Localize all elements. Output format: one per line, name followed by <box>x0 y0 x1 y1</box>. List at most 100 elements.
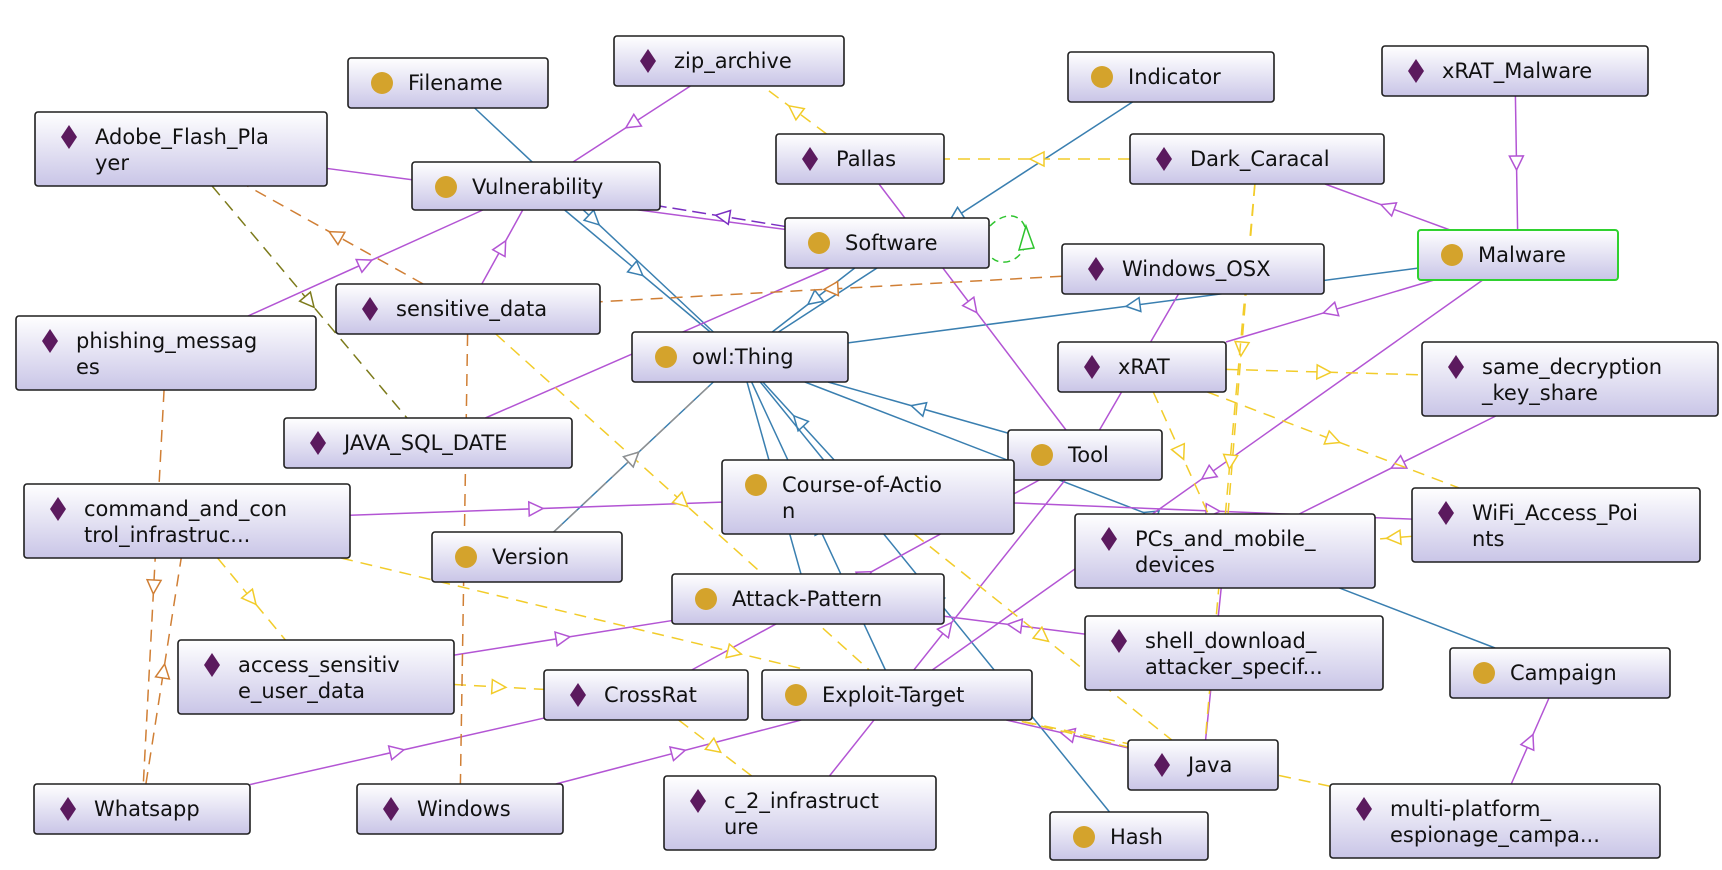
arrowhead-xrat-to-same_decryption <box>1316 363 1333 381</box>
node-box[interactable] <box>543 669 749 721</box>
node-crossrat[interactable]: CrossRat <box>543 669 749 721</box>
node-malware[interactable]: Malware <box>1417 229 1619 281</box>
node-box[interactable] <box>663 775 937 851</box>
node-box[interactable] <box>671 573 945 625</box>
arrowhead-sensitive_data-to-adobe <box>327 230 347 246</box>
node-box[interactable] <box>761 669 1033 721</box>
node-pcs-mobile[interactable]: PCs_and_mobile_devices <box>1074 513 1376 589</box>
node-box[interactable] <box>1084 615 1384 691</box>
node-box[interactable] <box>1074 513 1376 589</box>
node-box[interactable] <box>1127 739 1279 791</box>
node-box[interactable] <box>1007 429 1163 481</box>
node-java[interactable]: Java <box>1127 739 1279 791</box>
edge-command_control-to-access_sensitive <box>217 557 286 641</box>
node-box[interactable] <box>335 283 601 335</box>
node-box[interactable] <box>34 111 328 187</box>
node-hash[interactable]: Hash <box>1049 811 1209 861</box>
arrowhead-adobe-to-java_sql_date <box>298 290 316 309</box>
node-box[interactable] <box>33 783 251 835</box>
arrowhead-command_control-to-java <box>725 642 743 659</box>
node-label: Adobe_Flash_Pla <box>95 125 269 150</box>
node-label: ure <box>724 815 758 839</box>
node-box[interactable] <box>1057 341 1227 393</box>
node-label: PCs_and_mobile_ <box>1135 527 1316 552</box>
node-box[interactable] <box>177 639 455 715</box>
node-xrat[interactable]: xRAT <box>1057 341 1227 393</box>
node-label: c_2_infrastruct <box>724 789 879 814</box>
node-box[interactable] <box>1421 341 1719 417</box>
node-box[interactable] <box>613 35 845 87</box>
node-label: Windows <box>417 797 511 821</box>
node-sensitive-data[interactable]: sensitive_data <box>335 283 601 335</box>
node-label: xRAT_Malware <box>1442 59 1592 84</box>
node-indicator[interactable]: Indicator <box>1067 51 1275 103</box>
node-windows[interactable]: Windows <box>356 783 564 835</box>
node-owl-thing[interactable]: owl:Thing <box>631 331 849 383</box>
node-label: sensitive_data <box>396 297 547 322</box>
node-box[interactable] <box>1329 783 1661 859</box>
node-box[interactable] <box>347 57 549 109</box>
node-xrat-malware[interactable]: xRAT_Malware <box>1381 45 1649 97</box>
node-box[interactable] <box>1067 51 1275 103</box>
node-label: owl:Thing <box>692 345 794 369</box>
node-attack-pattern[interactable]: Attack-Pattern <box>671 573 945 625</box>
arrowhead-pallas-to-tool <box>961 295 978 314</box>
node-box[interactable] <box>23 483 351 559</box>
node-box[interactable] <box>631 331 849 383</box>
node-box[interactable] <box>283 417 573 469</box>
node-box[interactable] <box>721 459 1015 535</box>
node-box[interactable] <box>356 783 564 835</box>
node-box[interactable] <box>1449 647 1671 699</box>
node-dark-caracal[interactable]: Dark_Caracal <box>1129 133 1385 185</box>
node-box[interactable] <box>784 217 990 269</box>
node-exploit-target[interactable]: Exploit-Target <box>761 669 1033 721</box>
filled-circle-icon <box>655 346 677 368</box>
node-box[interactable] <box>15 315 317 391</box>
arrowhead-malware-to-xrat <box>1321 300 1340 317</box>
node-box[interactable] <box>431 531 623 583</box>
node-whatsapp[interactable]: Whatsapp <box>33 783 251 835</box>
diamond-icon <box>61 125 77 149</box>
diamond-icon <box>383 797 399 821</box>
node-label: Course-of-Actio <box>782 473 942 497</box>
arrowhead-whatsapp-to-crossrat <box>387 745 406 762</box>
arrowhead-version-to-owl_thing <box>622 451 640 469</box>
node-box[interactable] <box>411 161 661 211</box>
node-box[interactable] <box>1381 45 1649 97</box>
node-zip-archive[interactable]: zip_archive <box>613 35 845 87</box>
node-windows-osx[interactable]: Windows_OSX <box>1061 243 1325 295</box>
node-multi-platform[interactable]: multi-platform_espionage_campa... <box>1329 783 1661 859</box>
filled-circle-icon <box>1073 826 1095 848</box>
node-box[interactable] <box>775 133 945 185</box>
node-label: Tool <box>1067 443 1109 467</box>
node-software[interactable]: Software <box>784 217 990 269</box>
diamond-icon <box>204 653 220 677</box>
node-label: devices <box>1135 553 1215 577</box>
node-box[interactable] <box>1061 243 1325 295</box>
node-label: Pallas <box>836 147 896 171</box>
node-shell-download[interactable]: shell_download_attacker_specif... <box>1084 615 1384 691</box>
diamond-icon <box>310 431 326 455</box>
node-box[interactable] <box>1049 811 1209 861</box>
arrowhead-windows-to-exploit_target <box>668 746 687 762</box>
node-same-decryption[interactable]: same_decryption_key_share <box>1421 341 1719 417</box>
node-tool[interactable]: Tool <box>1007 429 1163 481</box>
node-label: _key_share <box>1481 381 1598 406</box>
node-box[interactable] <box>1411 487 1701 563</box>
node-java-sql-date[interactable]: JAVA_SQL_DATE <box>283 417 573 469</box>
node-box[interactable] <box>1129 133 1385 185</box>
node-command-control[interactable]: command_and_control_infrastruc... <box>23 483 351 559</box>
node-filename[interactable]: Filename <box>347 57 549 109</box>
node-pallas[interactable]: Pallas <box>775 133 945 185</box>
node-version[interactable]: Version <box>431 531 623 583</box>
node-access-sensitive[interactable]: access_sensitive_user_data <box>177 639 455 715</box>
node-campaign[interactable]: Campaign <box>1449 647 1671 699</box>
node-vulnerability[interactable]: Vulnerability <box>411 161 661 211</box>
node-box[interactable] <box>1417 229 1619 281</box>
